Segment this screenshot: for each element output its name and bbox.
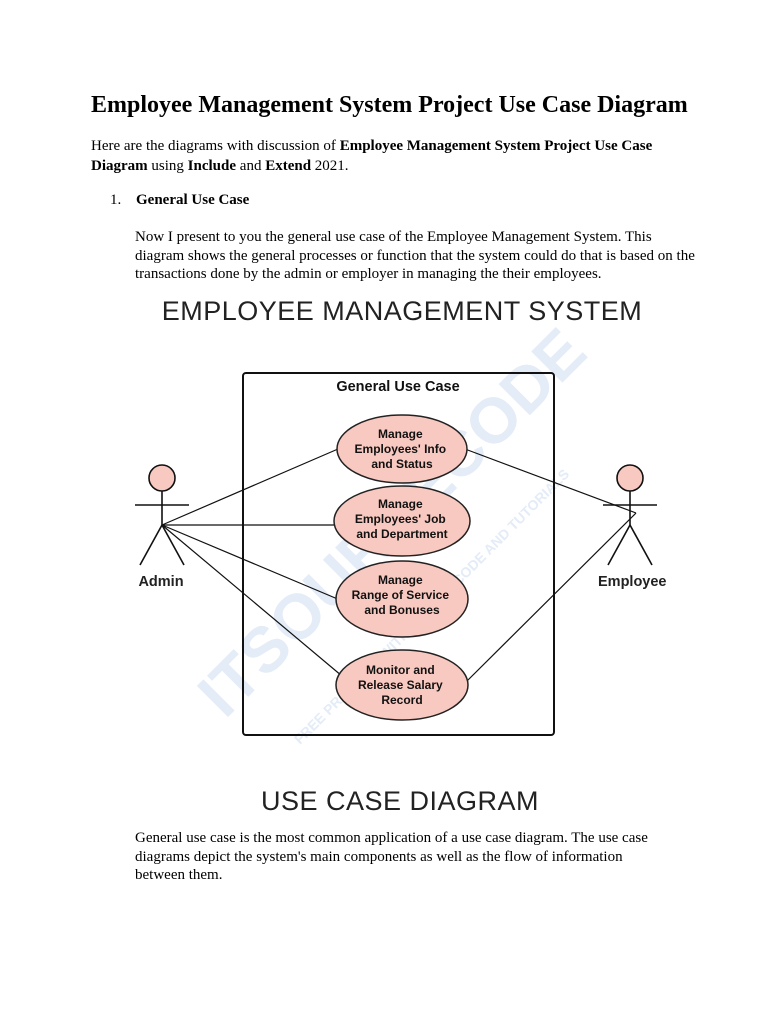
use-case-1-line-3: and Status	[371, 457, 433, 471]
use-case-3-shape	[335, 560, 469, 638]
section-number: 1.	[110, 192, 122, 208]
use-case-4-line-3: Record	[381, 693, 422, 707]
use-case-diagram: ITSOURCECODE FREE PROJECTS WITH SOURCE C…	[135, 296, 667, 816]
page-title: Employee Management System Project Use C…	[91, 92, 688, 118]
svg-text:Manage Employees' Job: Manage Employees' Job and Department	[355, 497, 449, 541]
use-case-3-line-2: Range of Service	[352, 588, 450, 602]
section-heading: 1. General Use Case	[110, 192, 249, 209]
use-case-3: Manage Range of Service and Bonuses	[335, 560, 469, 638]
use-case-4-shape	[335, 649, 469, 721]
svg-text:Manage Employees' Info: Manage Employees' Info and Status	[355, 427, 450, 471]
use-case-3-line-1: Manage	[378, 573, 423, 587]
use-case-4-line-1: Monitor and	[366, 663, 435, 677]
actor-admin-label: Admin	[138, 574, 183, 590]
use-case-2-line-2: Employees' Job	[355, 512, 446, 526]
use-case-1: Manage Employees' Info and Status	[336, 414, 468, 484]
use-case-2-line-3: and Department	[356, 527, 447, 541]
actor-employee-label: Employee	[598, 574, 667, 590]
svg-text:Manage Range of Service: Manage Range of Service and Bonuses	[352, 573, 453, 617]
intro-paragraph: Here are the diagrams with discussion of…	[91, 138, 653, 174]
association-admin-uc1	[161, 448, 339, 526]
actor-employee	[603, 464, 657, 566]
svg-text:Monitor and Release Sala: Monitor and Release Salary Record	[358, 663, 446, 707]
section-title: General Use Case	[136, 192, 250, 208]
system-boundary	[242, 372, 555, 736]
use-case-2-shape	[333, 485, 471, 557]
use-case-1-shape	[336, 414, 468, 484]
section-paragraph: Now I present to you the general use cas…	[135, 229, 695, 282]
use-case-1-line-1: Manage	[378, 427, 423, 441]
boundary-title: General Use Case	[336, 379, 459, 395]
association-employee-uc1	[464, 448, 637, 514]
closing-paragraph: General use case is the most common appl…	[135, 830, 648, 883]
association-employee-uc4	[464, 512, 637, 684]
actor-admin-head	[148, 464, 176, 492]
use-case-2: Manage Employees' Job and Department	[333, 485, 471, 557]
diagram-footer: USE CASE DIAGRAM	[261, 786, 539, 816]
actor-employee-head	[616, 464, 644, 492]
use-case-4-line-2: Release Salary	[358, 678, 443, 692]
use-case-1-line-2: Employees' Info	[355, 442, 447, 456]
use-case-3-line-3: and Bonuses	[364, 603, 440, 617]
association-admin-uc3	[161, 524, 341, 601]
use-case-2-line-1: Manage	[378, 497, 423, 511]
association-admin-uc4	[161, 524, 343, 677]
association-lines	[161, 448, 637, 684]
diagram-header: EMPLOYEE MANAGEMENT SYSTEM	[162, 296, 643, 326]
use-case-4: Monitor and Release Salary Record	[335, 649, 469, 721]
actor-admin	[135, 464, 189, 566]
